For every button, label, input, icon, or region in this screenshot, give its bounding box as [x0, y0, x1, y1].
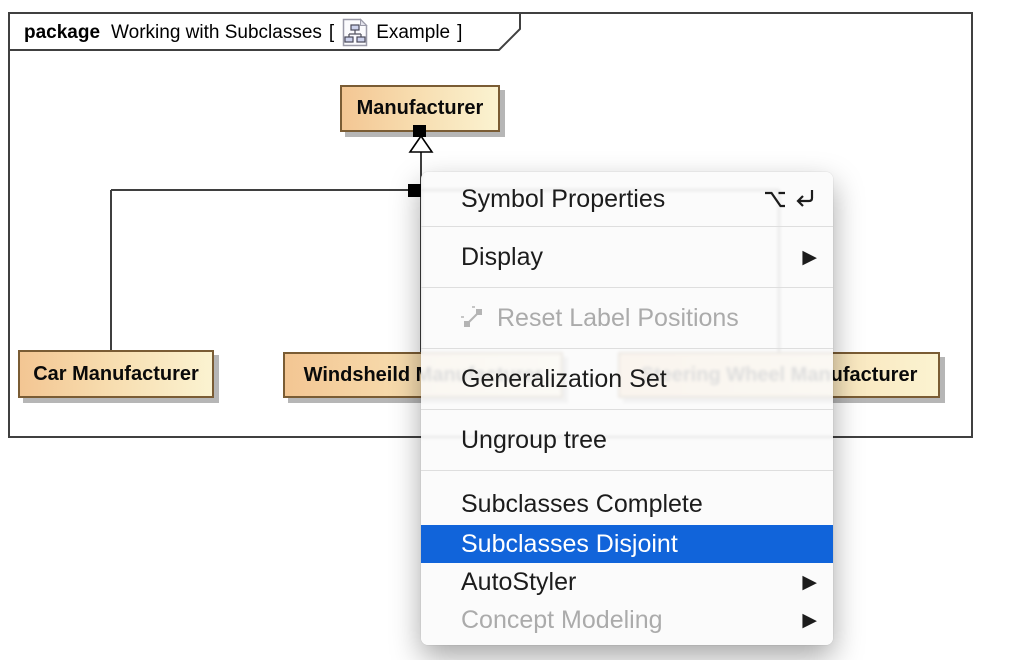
return-key-icon	[796, 190, 814, 207]
frame-header-shape	[8, 12, 521, 51]
class-box-manufacturer[interactable]: Manufacturer	[340, 85, 500, 132]
frame-bracket-open: [	[328, 21, 335, 43]
menu-item-subclasses-disjoint[interactable]: Subclasses Disjoint	[421, 525, 833, 563]
class-name: Car Manufacturer	[33, 362, 199, 385]
menu-separator	[421, 226, 833, 227]
frame-bracket-close: ]	[457, 21, 463, 43]
submenu-arrow-icon: ▶	[802, 571, 817, 593]
frame-title: Working with Subclasses	[111, 21, 322, 43]
frame-keyword: package	[24, 21, 101, 43]
menu-item-ungroup-tree[interactable]: Ungroup tree	[421, 410, 833, 470]
option-key-icon	[765, 191, 785, 208]
menu-item-label: Reset Label Positions	[497, 303, 739, 332]
frame-diagram-name: Example	[376, 21, 451, 43]
menu-item-label: AutoStyler	[461, 567, 577, 596]
menu-item-label: Ungroup tree	[461, 425, 607, 454]
menu-item-label: Symbol Properties	[461, 184, 666, 213]
submenu-arrow-icon: ▶	[802, 246, 817, 268]
context-menu: Symbol Properties Display ▶	[421, 172, 833, 645]
frame-header-text: package Working with Subclasses [ Exampl…	[24, 18, 462, 47]
menu-item-subclasses-complete[interactable]: Subclasses Complete	[421, 483, 833, 525]
reset-label-positions-icon	[461, 306, 482, 327]
submenu-arrow-icon: ▶	[802, 609, 817, 631]
menu-separator	[421, 470, 833, 471]
shortcut-keys	[763, 187, 817, 211]
menu-item-reset-label-positions[interactable]: Reset Label Positions	[421, 288, 833, 348]
menu-item-concept-modeling[interactable]: Concept Modeling ▶	[421, 601, 833, 639]
menu-item-label: Generalization Set	[461, 364, 667, 393]
menu-item-generalization-set[interactable]: Generalization Set	[421, 349, 833, 409]
menu-item-autostyler[interactable]: AutoStyler ▶	[421, 563, 833, 601]
menu-item-label: Display	[461, 242, 543, 271]
class-name: Manufacturer	[356, 97, 484, 119]
package-diagram-icon	[341, 18, 369, 47]
menu-item-symbol-properties[interactable]: Symbol Properties	[421, 172, 833, 226]
menu-group-gap	[421, 471, 833, 483]
class-box-car-manufacturer[interactable]: Car Manufacturer	[18, 350, 214, 398]
frame-header[interactable]	[8, 12, 522, 52]
menu-item-display[interactable]: Display ▶	[421, 227, 833, 287]
menu-separator	[421, 409, 833, 410]
menu-separator	[421, 348, 833, 349]
menu-item-label: Concept Modeling	[461, 605, 663, 634]
menu-item-label: Subclasses Complete	[461, 489, 703, 518]
menu-item-label: Subclasses Disjoint	[461, 529, 678, 558]
menu-separator	[421, 287, 833, 288]
